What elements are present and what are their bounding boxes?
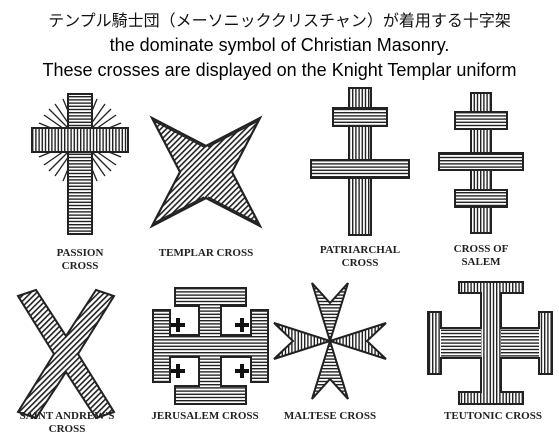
salem-top-bar [454,111,508,130]
salem-bottom-bar [454,189,508,208]
caption-jerusalem-cross: JERUSALEM CROSS [151,410,259,422]
teutonic-cross [427,281,553,405]
title-japanese: テンプル騎士団（メーソニッククリスチャン）が着用する十字架 [48,11,511,30]
caption-teutonic-cross: TEUTONIC CROSS [444,410,542,422]
caption-templar-cross: TEMPLAR CROSS [158,247,254,259]
passion-cross [31,93,129,235]
caption-maltese-cross: MALTESE CROSS [283,410,377,422]
salem-middle-bar [438,152,524,171]
passion-vertical-bar [67,93,93,235]
saint-andrew-cross [16,288,116,420]
caption-patriarchal-cross: PATRIARCHAL CROSS [319,244,401,269]
patriarchal-upper-bar [332,107,388,127]
title-english-line-1: the dominate symbol of Christian Masonry… [109,35,450,55]
caption-saint-andrew-cross: SAINT ANDREW'S CROSS [19,410,115,435]
jerusalem-cross [152,287,269,405]
passion-horizontal-bar [31,127,129,153]
templar-cross [149,115,263,229]
salem-cross [438,92,524,234]
title-english-line-2: These crosses are displayed on the Knigh… [42,60,517,80]
maltese-cross [273,282,387,400]
caption-salem-cross: CROSS OF SALEM [453,243,509,268]
patriarchal-lower-bar [310,159,410,179]
caption-passion-cross: PASSION CROSS [56,247,104,272]
jerusalem-small-crosses [171,318,249,378]
patriarchal-cross [310,87,410,236]
